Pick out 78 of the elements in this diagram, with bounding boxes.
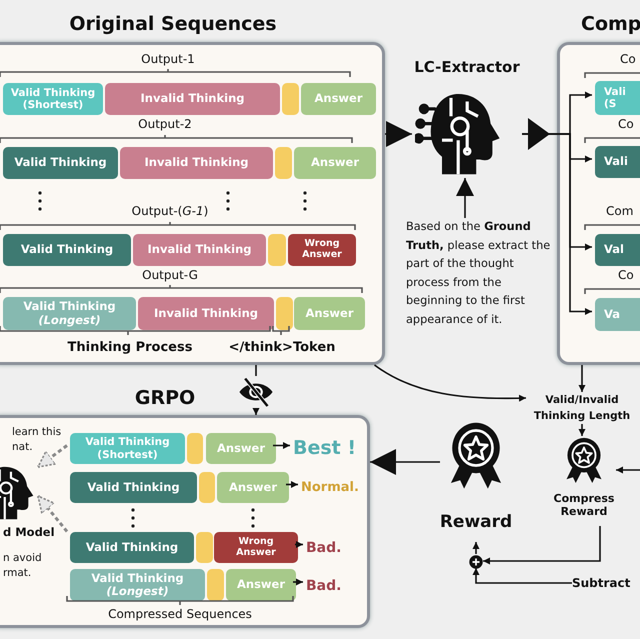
sequence-segment: Vali bbox=[595, 146, 640, 178]
sequence-segment: Valid Thinking bbox=[3, 234, 131, 266]
sequence-segment: Wrong Answer bbox=[214, 532, 298, 563]
sequence-segment: Answer bbox=[217, 472, 289, 503]
sequence-segment: Valid Thinking (Shortest) bbox=[70, 433, 185, 464]
bracket-label: Compressed Sequences bbox=[108, 607, 252, 621]
bracket-label: Co bbox=[618, 117, 634, 131]
instruction-text: Based on the Ground Truth, please extract the part of the thought process from the beginning to the first appearance of it. bbox=[406, 218, 554, 330]
panel-title: Original Sequences bbox=[69, 13, 277, 35]
sequence-segment: Val bbox=[595, 234, 640, 266]
connector-line bbox=[255, 365, 257, 376]
bracket-label: Thinking Process bbox=[68, 340, 192, 355]
arrow bbox=[252, 408, 260, 415]
sequence-segment: Valid Thinking bbox=[70, 472, 197, 503]
operation-label: Subtract bbox=[572, 575, 630, 591]
token-segment bbox=[196, 532, 213, 563]
chevron-arrow bbox=[370, 449, 440, 475]
bracket-label: Output-(G-1) bbox=[132, 204, 208, 218]
rating-text: Best ! bbox=[293, 436, 356, 460]
sequence-segment: Valid Thinking (Longest) bbox=[3, 297, 136, 330]
rating-text: Bad. bbox=[306, 539, 342, 557]
sequence-segment: Invalid Thinking bbox=[138, 297, 274, 330]
bracket-label: </think>Token bbox=[228, 340, 336, 355]
arrow bbox=[483, 526, 601, 564]
bracket-label: Co bbox=[618, 268, 634, 282]
panel-title: GRPO bbox=[134, 387, 196, 409]
arrow bbox=[578, 365, 586, 392]
chevron-arrow bbox=[385, 121, 412, 147]
sequence-segment: Answer bbox=[301, 83, 376, 115]
chevron-arrow bbox=[456, 178, 474, 218]
sequence-segment: Invalid Thinking bbox=[120, 147, 273, 179]
token-segment bbox=[199, 472, 215, 503]
side-note: n avoid rmat. bbox=[3, 551, 43, 581]
metric-label: Valid/Invalid Thinking Length bbox=[526, 392, 638, 424]
rating-text: Bad. bbox=[306, 577, 342, 595]
arrow bbox=[273, 442, 290, 449]
sequence-segment: Answer bbox=[206, 433, 276, 464]
token-segment bbox=[282, 83, 299, 115]
token-segment bbox=[187, 433, 203, 464]
sequence-segment: Invalid Thinking bbox=[105, 83, 280, 115]
hollow-arrow bbox=[37, 444, 68, 468]
node-label: Reward bbox=[440, 512, 512, 532]
bracket-label: learn this nat. bbox=[12, 425, 62, 455]
node-label: LC-Extractor bbox=[414, 58, 520, 76]
arrow bbox=[578, 424, 586, 436]
branch-arrow bbox=[522, 133, 592, 315]
sequence-segment: Answer bbox=[294, 147, 376, 179]
sequence-segment: Answer bbox=[294, 297, 365, 330]
arrow bbox=[295, 541, 303, 548]
node-label: d Model bbox=[3, 525, 55, 539]
arrow bbox=[616, 466, 640, 474]
chevron-arrow bbox=[528, 118, 550, 150]
sequence-segment: Answer bbox=[226, 569, 296, 601]
sequence-segment: Valid Thinking bbox=[70, 532, 194, 563]
token-segment bbox=[275, 147, 292, 179]
arrow bbox=[472, 568, 572, 584]
node-label: Compress Reward bbox=[552, 492, 616, 518]
sequence-segment: Valid Thinking (Shortest) bbox=[3, 83, 103, 115]
curved-arrow bbox=[374, 364, 526, 402]
token-segment bbox=[276, 297, 293, 330]
token-segment bbox=[268, 234, 286, 266]
sequence-segment: Vali (S bbox=[595, 81, 640, 115]
token-segment bbox=[207, 569, 224, 601]
sequence-segment: Wrong Answer bbox=[288, 234, 356, 266]
hollow-arrow bbox=[36, 495, 68, 532]
arrow bbox=[472, 542, 480, 554]
bracket-label: Output-2 bbox=[138, 117, 192, 131]
sequence-segment: Invalid Thinking bbox=[133, 234, 266, 266]
arrow bbox=[286, 481, 298, 488]
rating-text: Normal. bbox=[301, 479, 359, 496]
sequence-segment: Valid Thinking bbox=[3, 147, 118, 179]
bracket-label: Co bbox=[620, 52, 636, 66]
bracket-label: Com bbox=[606, 204, 634, 218]
bracket-label: Output-G bbox=[142, 268, 198, 282]
arrow bbox=[293, 578, 303, 586]
sequence-segment: Valid Thinking (Longest) bbox=[70, 569, 205, 601]
bracket-label: Output-1 bbox=[141, 52, 195, 66]
sequence-segment: Va bbox=[595, 298, 640, 331]
